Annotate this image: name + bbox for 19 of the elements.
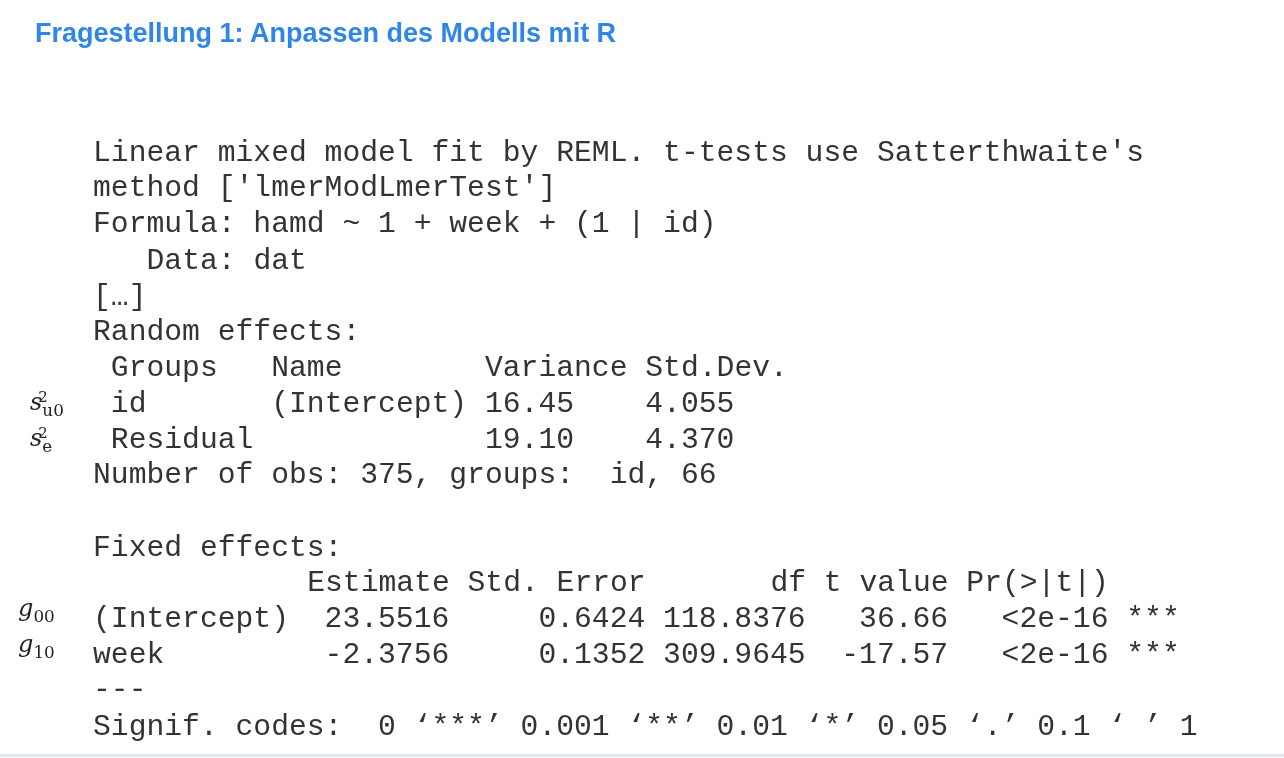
console-output-line: Random effects: [93, 314, 361, 350]
console-output-line: Estimate Std. Error df t value Pr(>|t|) [307, 565, 1109, 601]
math-symbol: g$_{00}$ [18, 593, 55, 628]
console-output-line: Signif. codes: 0 ‘***’ 0.001 ‘**’ 0.01 ‘*’ 0.05 ‘.’ 0.1 ‘ ’ 1 [93, 709, 1198, 745]
console-output-line: Formula: hamd ~ 1 + week + (1 | id) [93, 206, 717, 242]
console-output-line: Number of obs: 375, groups: id, 66 [93, 457, 717, 493]
console-output-line: id (Intercept) 16.45 4.055 [110, 386, 735, 422]
console-output-line: […] [93, 279, 147, 315]
console-output-line: Groups Name Variance Std.Dev. [110, 350, 788, 386]
console-output-line: Data: dat [146, 243, 307, 279]
console-output-line: method ['lmerModLmerTest'] [93, 170, 557, 206]
page-title: Fragestellung 1: Anpassen des Modells mit R [35, 18, 617, 49]
console-output-line: week -2.3756 0.1352 309.9645 -17.57 <2e-16 *** [93, 637, 1180, 673]
console-output-line: --- [93, 672, 147, 708]
console-output-line: Residual 19.10 4.370 [110, 422, 735, 458]
math-symbol: g$_{10}$ [18, 629, 55, 664]
console-output-line: (Intercept) 23.5516 0.6424 118.8376 36.66 <2e-16 *** [93, 601, 1180, 637]
console-output-line: Fixed effects: [93, 530, 343, 566]
console-output-line: Linear mixed model fit by REML. t-tests use Satterthwaite's [93, 135, 1145, 171]
